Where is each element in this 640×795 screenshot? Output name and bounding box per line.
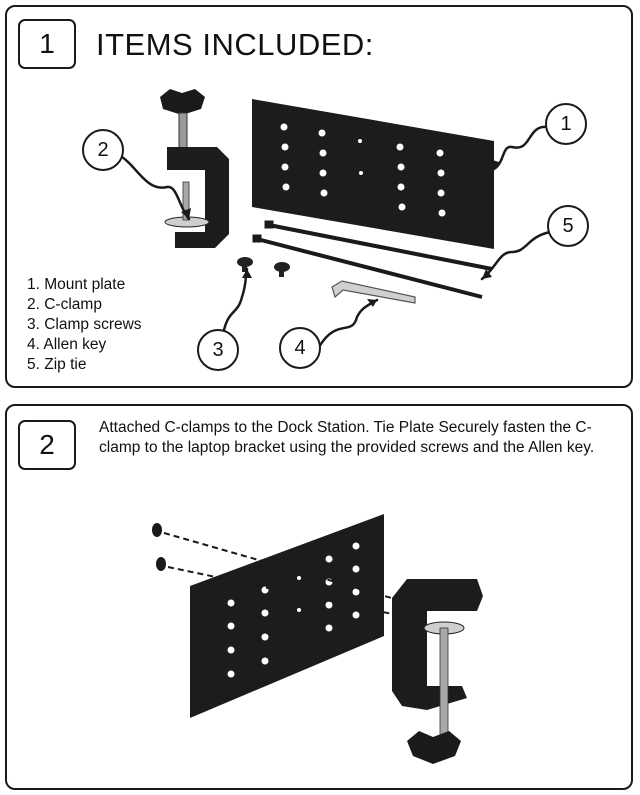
- assembly-illustration: [152, 514, 483, 764]
- clamp-screws-illustration: [152, 523, 403, 617]
- callout-1: 1: [560, 113, 571, 135]
- c-clamp-illustration: [392, 579, 483, 764]
- legend-item: 4. Allen key: [27, 336, 107, 353]
- step-description: Attached C-clamps to the Dock Station. T…: [99, 419, 595, 456]
- step-number-box: 2: [18, 420, 76, 470]
- c-clamp-illustration: [160, 89, 229, 248]
- zip-tie-illustration: [252, 220, 493, 299]
- legend-item: 1. Mount plate: [27, 276, 126, 293]
- callout-3: 3: [212, 339, 223, 361]
- mount-plate-illustration: [252, 99, 494, 249]
- legend-item: 3. Clamp screws: [27, 316, 142, 333]
- clamp-screws-illustration: [237, 257, 290, 277]
- callout-2: 2: [97, 139, 108, 161]
- callout-5: 5: [562, 215, 573, 237]
- mount-plate-illustration: [190, 514, 384, 718]
- callout-4: 4: [294, 337, 305, 359]
- items-included-panel: 1 ITEMS INCLUDED:: [5, 5, 633, 388]
- step-number-box: 1: [18, 19, 76, 69]
- assembly-step-panel: 2 Attached C-clamps to the Dock Station.…: [5, 404, 633, 790]
- items-illustration: 1 2 3 4 5: [82, 89, 589, 371]
- legend-item: 2. C-clamp: [27, 296, 102, 313]
- allen-key-illustration: [331, 280, 416, 304]
- section-title: ITEMS INCLUDED:: [96, 27, 374, 62]
- items-legend: 1. Mount plate 2. C-clamp 3. Clamp screw…: [27, 275, 142, 375]
- legend-item: 5. Zip tie: [27, 356, 87, 373]
